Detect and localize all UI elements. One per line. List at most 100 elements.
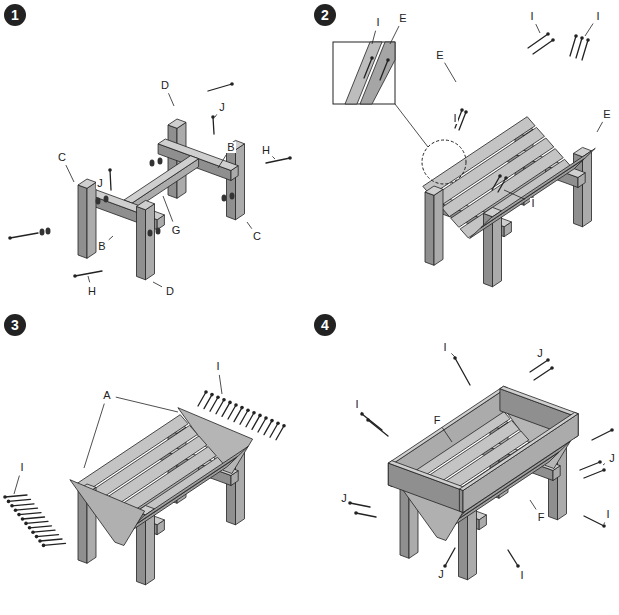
screw: [246, 413, 254, 427]
part-letter: J: [437, 569, 445, 580]
leg-post: [168, 119, 186, 128]
part-letter: E: [602, 109, 611, 120]
screw: [533, 40, 553, 54]
leg-post: [425, 186, 443, 195]
screw-head: [17, 513, 21, 517]
part-letter: I: [442, 342, 447, 353]
screw-head: [288, 156, 292, 160]
screw: [198, 392, 206, 406]
slat: [451, 149, 563, 228]
leader-line: [163, 196, 173, 222]
screw-head: [28, 526, 32, 530]
screw: [208, 84, 232, 91]
leader-line: [390, 26, 399, 44]
screw: [213, 117, 214, 134]
side-board: [388, 386, 507, 464]
part-letter: I: [530, 198, 535, 209]
side-board: [459, 412, 578, 490]
screw: [508, 550, 518, 566]
screw-head: [264, 416, 268, 420]
detail-leader: [395, 104, 428, 147]
leg-post: [146, 204, 155, 280]
screw-head: [31, 530, 35, 534]
screw: [222, 402, 230, 416]
screw-head: [230, 82, 234, 86]
screw: [266, 158, 290, 163]
part-letter: B: [97, 241, 106, 252]
leader-line: [14, 476, 19, 494]
screw-head: [258, 414, 262, 418]
screw: [570, 36, 576, 56]
screw-head: [464, 110, 468, 114]
part-letter: J: [96, 178, 104, 189]
screw: [445, 548, 455, 566]
slat: [123, 457, 238, 536]
leader-line: [88, 276, 90, 282]
screw: [362, 414, 382, 430]
screw: [252, 415, 260, 429]
leader-line: [536, 24, 540, 33]
leader-line: [445, 63, 456, 82]
part-letter: D: [165, 286, 175, 297]
leader-line: [604, 522, 606, 524]
screw-head: [504, 176, 508, 180]
screw: [459, 112, 466, 130]
part-letter: C: [57, 152, 67, 163]
leg-post: [78, 179, 96, 188]
step-number-text: 2: [321, 8, 329, 22]
screw: [364, 58, 372, 78]
screw-head: [10, 504, 14, 508]
leg-post: [137, 200, 155, 209]
screw: [110, 170, 111, 190]
screw: [276, 426, 284, 440]
screw-head: [360, 412, 364, 416]
screw-head: [204, 390, 208, 394]
screw: [234, 408, 242, 422]
step-number: 4: [314, 314, 336, 336]
leader-line: [66, 165, 74, 182]
leader-line: [530, 500, 536, 509]
screw-head: [73, 274, 77, 278]
part-letter: B: [226, 142, 235, 153]
part-letter: H: [87, 286, 97, 297]
leader-line: [215, 114, 217, 117]
screw-head: [586, 38, 590, 42]
screw: [350, 503, 370, 507]
slat: [470, 159, 584, 238]
side-board: [463, 414, 578, 513]
screw-head: [8, 236, 12, 240]
screw: [19, 513, 41, 515]
part-letter: I: [375, 17, 380, 28]
screw-head: [35, 535, 39, 539]
screw: [23, 517, 45, 519]
screw: [204, 395, 212, 409]
leader-line: [218, 155, 226, 168]
screw-head: [498, 174, 502, 178]
screw-head: [216, 395, 220, 399]
part-letter: A: [102, 390, 111, 401]
step-number-text: 4: [321, 318, 329, 332]
part-letter: H: [261, 145, 271, 156]
washer: [40, 229, 45, 236]
screw: [356, 513, 376, 517]
screw-head: [354, 511, 358, 515]
part-letter: I: [215, 361, 220, 372]
screw-head: [21, 517, 25, 521]
part-letter: D: [160, 80, 170, 91]
screw-head: [282, 424, 286, 428]
part-letter: G: [171, 225, 182, 236]
screw-head: [598, 460, 602, 464]
part-letter: I: [595, 11, 600, 22]
screw-head: [246, 408, 250, 412]
leg-post: [434, 189, 443, 265]
screw-head: [610, 428, 614, 432]
screw-head: [366, 418, 370, 422]
leader-line: [247, 222, 252, 229]
leader-line: [116, 397, 178, 412]
part-letter: J: [536, 348, 544, 359]
screw-head: [516, 564, 520, 568]
part-letter: J: [608, 453, 616, 464]
screw: [534, 368, 552, 380]
part-letter: F: [537, 512, 546, 523]
